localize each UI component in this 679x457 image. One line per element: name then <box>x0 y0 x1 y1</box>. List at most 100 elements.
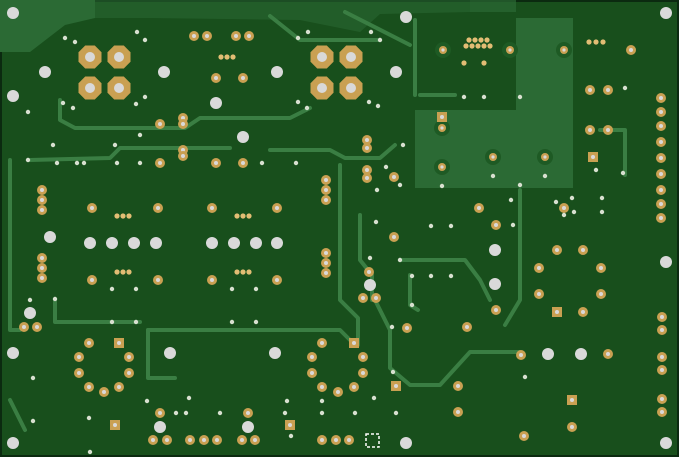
mounting-hole-10 <box>44 231 56 243</box>
mounting-hole-29 <box>7 437 19 449</box>
round-pad-drill-16 <box>210 206 214 210</box>
round-pad-drill-76 <box>659 172 663 176</box>
mounting-hole-4 <box>39 66 51 78</box>
round-pad-drill-95 <box>606 352 610 356</box>
round-pad-drill-88 <box>537 292 541 296</box>
round-pad-drill-107 <box>240 438 244 442</box>
tiny-via-4 <box>295 35 301 41</box>
tiny-via-66 <box>229 319 235 325</box>
round-pad-drill-5 <box>241 76 245 80</box>
trace-17 <box>343 10 412 47</box>
tiny-via-17 <box>112 142 118 148</box>
round-pad-drill-8 <box>181 122 185 126</box>
ring-via-drill-2 <box>491 155 495 159</box>
tiny-via-82 <box>282 410 288 416</box>
mounting-hole-30 <box>400 437 412 449</box>
mounting-hole-5 <box>158 66 170 78</box>
mounting-hole-18 <box>271 237 283 249</box>
tiny-via-74 <box>352 410 358 416</box>
round-pad-drill-60 <box>392 235 396 239</box>
round-pad-drill-77 <box>659 188 663 192</box>
tiny-via-46 <box>510 222 516 228</box>
small-pad-1 <box>120 213 126 219</box>
tiny-via-14 <box>366 99 372 105</box>
mounting-hole-12 <box>106 237 118 249</box>
tiny-via-19 <box>54 160 60 166</box>
octagon-pad-drill-4 <box>317 52 327 62</box>
round-pad-drill-115 <box>246 411 250 415</box>
mounting-hole-13 <box>128 237 140 249</box>
small-pad-19 <box>481 43 487 49</box>
round-pad-drill-1 <box>205 34 209 38</box>
octagon-pad-drill-1 <box>114 52 124 62</box>
round-pad-drill-87 <box>599 292 603 296</box>
tiny-via-11 <box>142 94 148 100</box>
square-pad-drill-4 <box>555 310 559 314</box>
tiny-via-35 <box>490 173 496 179</box>
round-pad-drill-92 <box>456 384 460 388</box>
round-pad-drill-57 <box>374 296 378 300</box>
tiny-via-55 <box>374 187 380 193</box>
round-pad-drill-26 <box>324 261 328 265</box>
square-pad-drill-1 <box>352 341 356 345</box>
mounting-hole-15 <box>206 237 218 249</box>
tiny-via-44 <box>620 170 626 176</box>
mounting-hole-26 <box>542 348 554 360</box>
tiny-via-5 <box>305 29 311 35</box>
mounting-hole-14 <box>150 237 162 249</box>
round-pad-drill-65 <box>629 48 633 52</box>
mounting-hole-22 <box>24 307 36 319</box>
round-pad-drill-15 <box>156 206 160 210</box>
small-pad-13 <box>472 37 478 43</box>
tiny-via-32 <box>400 142 406 148</box>
tiny-via-67 <box>253 319 259 325</box>
round-pad-drill-102 <box>570 425 574 429</box>
tiny-via-37 <box>569 195 575 201</box>
copper-pour-right-strip <box>516 18 573 110</box>
round-pad-drill-43 <box>87 385 91 389</box>
tiny-via-78 <box>217 410 223 416</box>
tiny-via-65 <box>133 319 139 325</box>
tiny-via-22 <box>114 160 120 166</box>
small-pad-23 <box>600 39 606 45</box>
tiny-via-1 <box>72 39 78 45</box>
tiny-via-39 <box>553 199 559 205</box>
mounting-hole-25 <box>269 347 281 359</box>
small-pad-20 <box>487 43 493 49</box>
mounting-hole-31 <box>660 437 672 449</box>
tiny-via-25 <box>293 160 299 166</box>
round-pad-drill-82 <box>562 206 566 210</box>
ring-via-drill-5 <box>441 48 445 52</box>
round-pad-drill-114 <box>158 411 162 415</box>
round-pad-drill-42 <box>77 371 81 375</box>
round-pad-drill-51 <box>320 385 324 389</box>
small-pad-28 <box>481 60 487 66</box>
tiny-via-54 <box>373 219 379 225</box>
round-pad-drill-9 <box>181 148 185 152</box>
small-pad-21 <box>586 39 592 45</box>
trace-0 <box>8 158 22 332</box>
mounting-hole-33 <box>242 421 254 433</box>
mounting-hole-7 <box>390 66 402 78</box>
round-pad-drill-30 <box>365 168 369 172</box>
round-pad-drill-19 <box>156 278 160 282</box>
round-pad-drill-91 <box>465 325 469 329</box>
tiny-via-3 <box>142 37 148 43</box>
small-pad-16 <box>463 43 469 49</box>
ring-via-drill-6 <box>508 48 512 52</box>
round-pad-drill-71 <box>659 96 663 100</box>
round-pad-drill-28 <box>365 138 369 142</box>
round-pad-drill-35 <box>40 256 44 260</box>
round-pad-drill-56 <box>361 296 365 300</box>
round-pad-drill-67 <box>588 128 592 132</box>
tiny-via-77 <box>186 395 192 401</box>
mounting-hole-0 <box>7 7 19 19</box>
tiny-via-87 <box>522 374 528 380</box>
mounting-hole-16 <box>228 237 240 249</box>
round-pad-drill-2 <box>234 34 238 38</box>
small-pad-8 <box>246 213 252 219</box>
tiny-via-80 <box>183 410 189 416</box>
round-pad-drill-31 <box>365 176 369 180</box>
round-pad-drill-93 <box>456 410 460 414</box>
octagon-pad-drill-3 <box>114 83 124 93</box>
